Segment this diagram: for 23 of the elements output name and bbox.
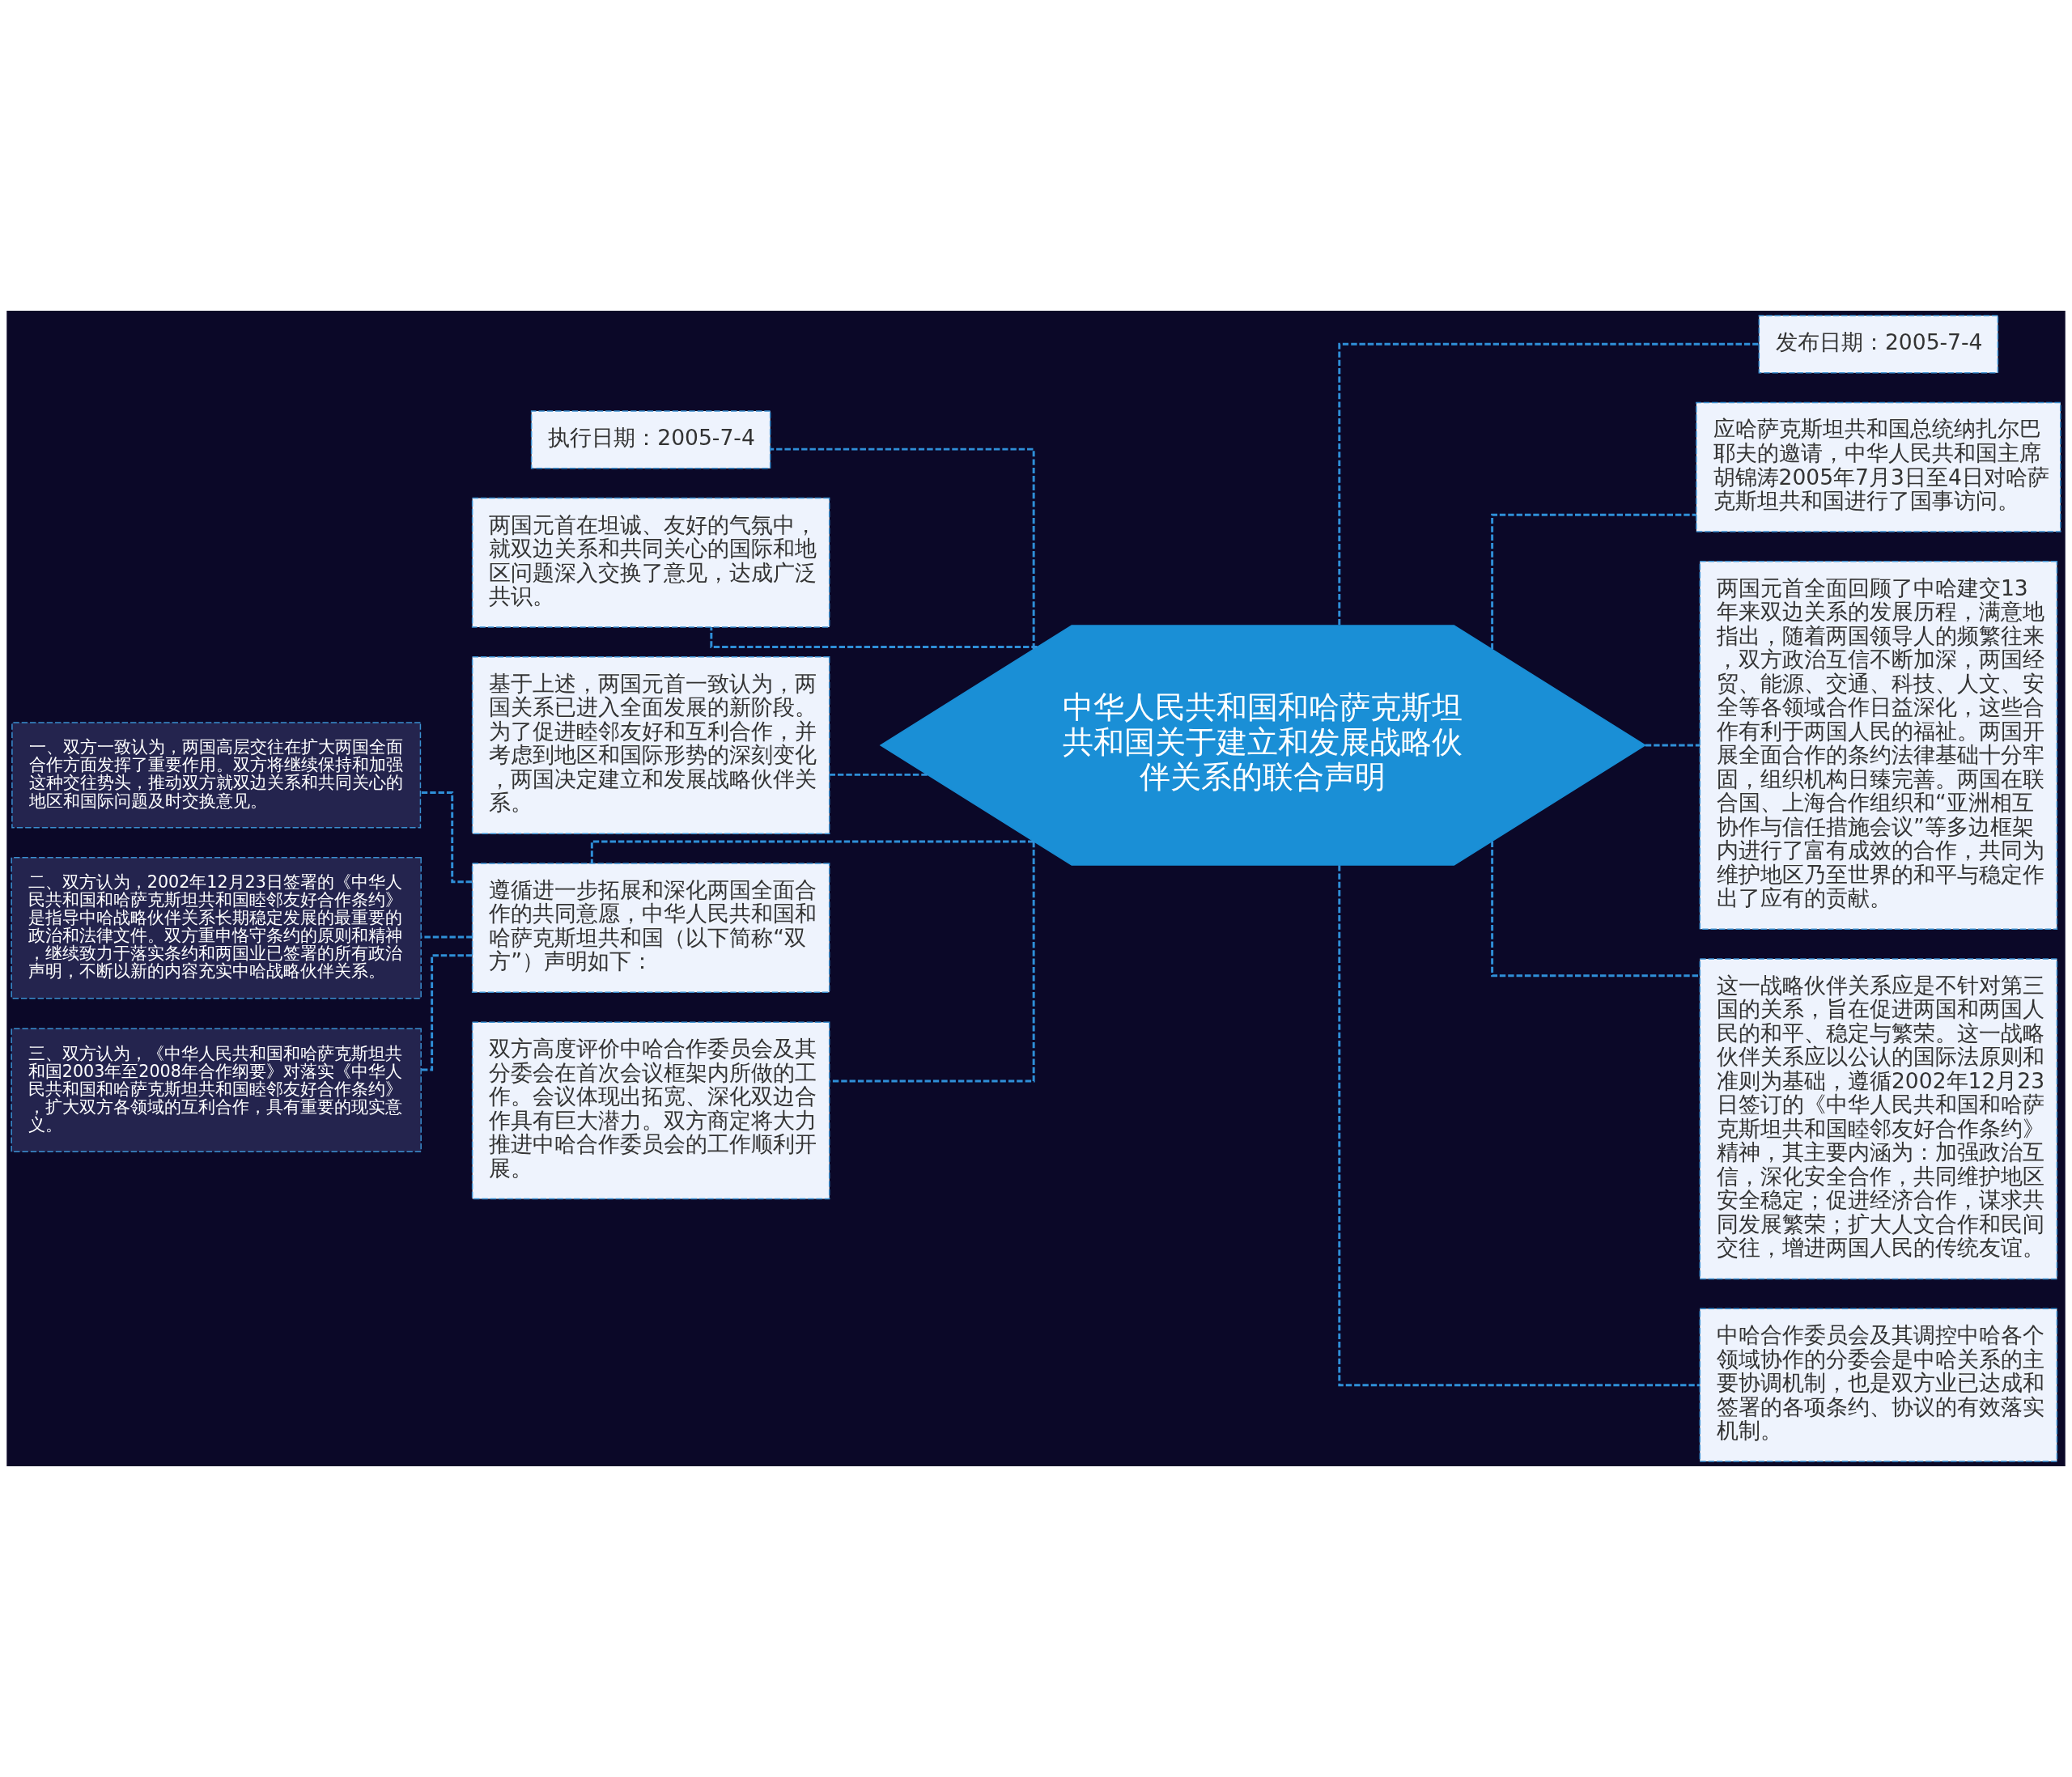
- node-box: 双方高度评价中哈合作委员会及其分委会在首次会议框架内所做的工作。会议体现出拓宽、深化双边合作具有巨大潜力。双方商定将大力推进中哈合作委员会的工作顺利开展。: [471, 1021, 830, 1200]
- connector: [1338, 865, 1700, 1387]
- node-box: 一、双方一致认为，两国高层交往在扩大两国全面合作方面发挥了重要作用。双方将继续保持和加强这种交往势头，推动双方就双边关系和共同关心的地区和国际问题及时交换意见。: [11, 722, 422, 829]
- connector: [1491, 841, 1700, 978]
- connector: [1338, 342, 1760, 626]
- node-box: 发布日期：2005-7-4: [1758, 315, 1999, 374]
- connector: [421, 954, 473, 1071]
- connector: [1645, 744, 1700, 747]
- node-box: 两国元首在坦诚、友好的气氛中，就双边关系和共同关心的国际和地区问题深入交换了意见，达成广泛共识。: [471, 497, 830, 628]
- connector: [1491, 513, 1696, 650]
- connector: [421, 935, 473, 939]
- node-box: 两国元首全面回顾了中哈建交13年来双边关系的发展历程，满意地指出，随着两国领导人的频繁往来，双方政治互信不断加深，两国经贸、能源、交通、科技、人文、安全等各领域合作日益深化，这些合作有利于两国人民的福祉。两国开展全面合作的条约法律基础十分牢固，组织机构日臻完善。两国在联合国、上海合作组织和“亚洲相互协作与信任措施会议”等多边框架内进行了富有成效的合作，共同为维护地区乃至世界的和平与稳定作出了应有的贡献。: [1699, 561, 2058, 930]
- node-box: 应哈萨克斯坦共和国总统纳扎尔巴耶夫的邀请，中华人民共和国主席胡锦涛2005年7月3日至4日对哈萨克斯坦共和国进行了国事访问。: [1696, 401, 2061, 532]
- node-box: 二、双方认为，2002年12月23日签署的《中华人民共和国和哈萨克斯坦共和国睦邻友好合作条约》是指导中哈战略伙伴关系长期稳定发展的最重要的政治和法律文件。双方重申恪守条约的原则和精神，继续致力于落实条约和两国业已签署的所有政治声明，不断以新的内容充实中哈战略伙伴关系。: [11, 856, 422, 999]
- node-box: 遵循进一步拓展和深化两国全面合作的共同意愿，中华人民共和国和哈萨克斯坦共和国（以下简称“双方”）声明如下：: [471, 863, 830, 994]
- connector: [830, 773, 928, 776]
- node-box: 基于上述，两国元首一致认为，两国关系已进入全面发展的新阶段。为了促进睦邻友好和互利合作，并考虑到地区和国际形势的深刻变化，两国决定建立和发展战略伙伴关系。: [471, 656, 830, 834]
- node-box: 三、双方认为，《中华人民共和国和哈萨克斯坦共和国2003年至2008年合作纲要》对落实《中华人民共和国和哈萨克斯坦共和国睦邻友好合作条约》，扩大双方各领域的互利合作，具有重要的现实意义。: [11, 1028, 422, 1152]
- connector: [770, 447, 1035, 650]
- node-box: 中哈合作委员会及其调控中哈各个领域协作的分委会是中哈关系的主要协调机制，也是双方业已达成和签署的各项条约、协议的有效落实机制。: [1699, 1308, 2058, 1462]
- node-box: 这一战略伙伴关系应是不针对第三国的关系，旨在促进两国和两国人民的和平、稳定与繁荣。这一战略伙伴关系应以公认的国际法原则和准则为基础，遵循2002年12月23日签订的《中华人民共和国和哈萨克斯坦共和国睦邻友好合作条约》精神，其主要内涵为：加强政治互信，深化安全合作，共同维护地区安全稳定；促进经济合作，谋求共同发展繁荣；扩大人文合作和民间交往，增进两国人民的传统友谊。: [1699, 958, 2058, 1280]
- connector: [829, 841, 1035, 1083]
- node-box: 执行日期：2005-7-4: [530, 410, 771, 469]
